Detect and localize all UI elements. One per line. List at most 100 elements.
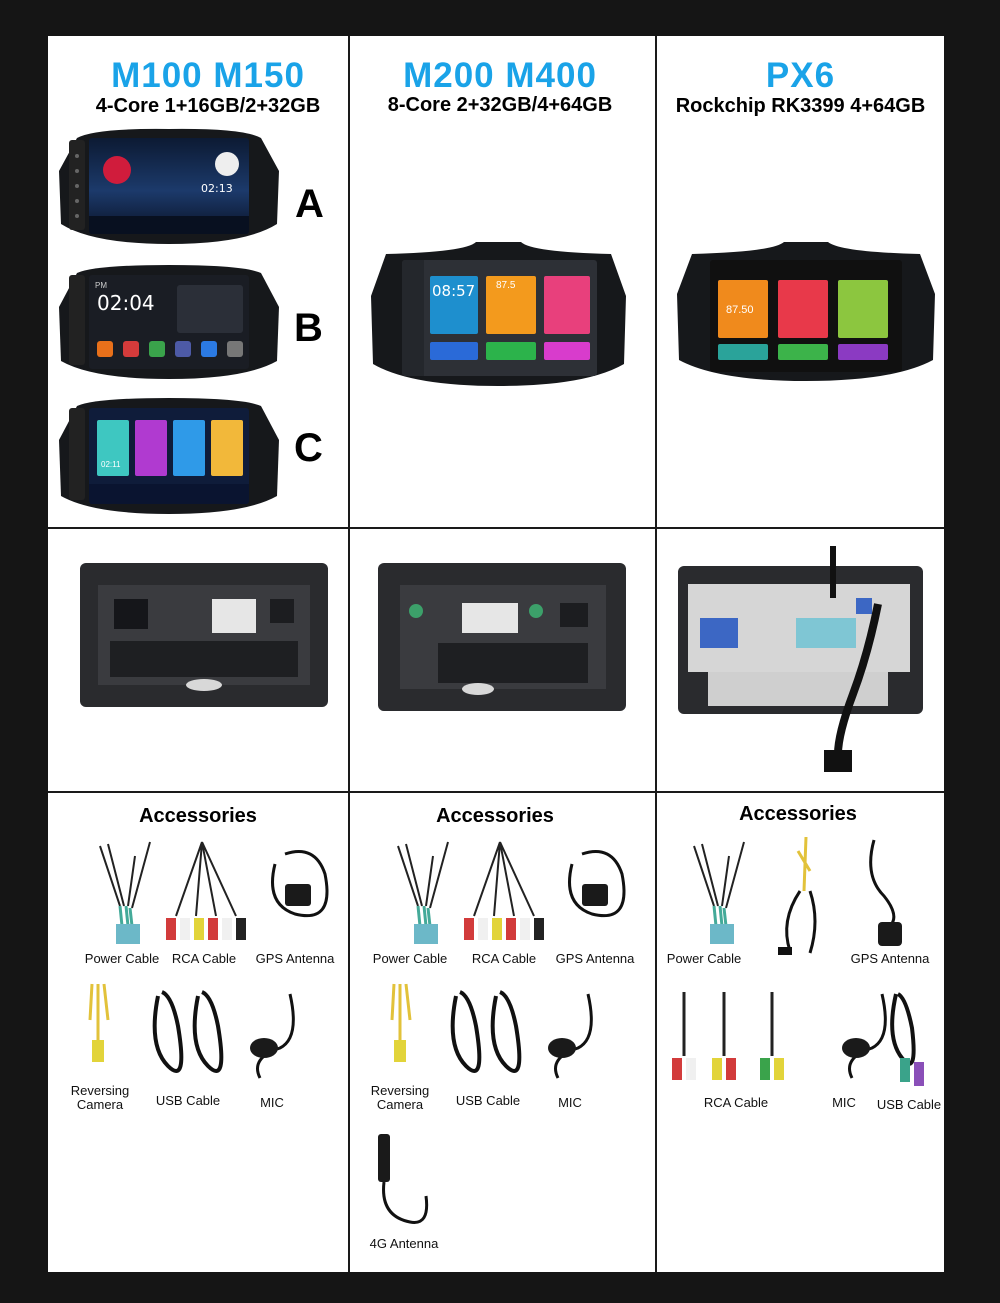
usb-cable-image xyxy=(152,990,224,1073)
column-divider xyxy=(655,36,657,1272)
home-screen: 08:57 87.5 xyxy=(402,260,597,376)
radio-frequency: 87.50 xyxy=(726,304,754,316)
mic-image xyxy=(250,993,295,1079)
accessory-label: RCA Cable xyxy=(703,1095,769,1110)
head-unit-variant-c: 02:11 xyxy=(55,396,283,516)
video-tile xyxy=(838,344,888,360)
clock-time: 02:13 xyxy=(201,182,233,195)
accessory-label: Power Cable xyxy=(84,951,160,966)
settings-tile xyxy=(778,344,828,360)
gps-antenna-image xyxy=(271,850,329,917)
accessory-label: 4G Antenna xyxy=(369,1236,439,1251)
clock-time: 02:11 xyxy=(101,460,121,469)
model-title: M100 M150 xyxy=(111,56,305,95)
video-tile xyxy=(486,342,536,360)
accessories-title: Accessories xyxy=(139,805,257,827)
music-tile xyxy=(135,420,167,476)
home-screen: 02:13 xyxy=(89,138,249,234)
accessory-label: MIC xyxy=(260,1095,284,1110)
rca-cable-image xyxy=(464,841,544,940)
app-dock xyxy=(97,341,243,363)
music-tile xyxy=(544,276,590,334)
video-tile xyxy=(211,420,243,476)
usb-cable-image xyxy=(890,992,924,1086)
reversing-camera-image xyxy=(390,983,412,1062)
accessory-label: Reversing Camera xyxy=(70,1083,130,1112)
mic-image xyxy=(842,993,887,1079)
rear-panel-m200 xyxy=(378,563,626,713)
variant-label: A xyxy=(295,182,324,226)
rear-chassis xyxy=(678,546,923,772)
row-divider xyxy=(48,527,944,529)
head-unit-variant-a: 02:13 xyxy=(55,126,283,246)
dock xyxy=(89,216,249,234)
canbus-cable-image xyxy=(778,836,817,955)
accessory-label: USB Cable xyxy=(455,1093,521,1108)
gps-antenna-image xyxy=(568,850,626,917)
variant-label: C xyxy=(294,426,323,470)
radio-tile xyxy=(718,280,768,338)
accessory-label: Power Cable xyxy=(666,951,742,966)
accessory-label: Reversing Camera xyxy=(370,1083,430,1112)
head-unit-px6: 87.50 xyxy=(672,238,940,383)
accessories-title: Accessories xyxy=(739,803,857,825)
rear-chassis xyxy=(378,563,626,711)
clock-time: 02:04 xyxy=(97,291,155,315)
model-title: M200 M400 xyxy=(403,56,597,95)
model-title: PX6 xyxy=(765,56,836,95)
navigation-tile xyxy=(718,344,768,360)
apps-tile xyxy=(544,342,590,360)
home-screen: PM 02:04 xyxy=(89,275,249,369)
comparison-panel: M100 M150 4-Core 1+16GB/2+32GB M200 M400… xyxy=(48,36,944,1272)
home-screen: 87.50 xyxy=(710,260,902,372)
dock xyxy=(89,484,249,504)
model-spec: 4-Core 1+16GB/2+32GB xyxy=(95,95,321,117)
rca-cable-image xyxy=(166,841,246,940)
accessory-label: Power Cable xyxy=(372,951,448,966)
side-bar xyxy=(402,260,424,376)
radio-frequency: 87.5 xyxy=(496,280,516,291)
power-cable-image xyxy=(397,841,449,944)
radio-tile xyxy=(486,276,536,334)
usb-cable-image xyxy=(450,990,522,1073)
accessories-title: Accessories xyxy=(436,805,554,827)
radio-tile xyxy=(173,420,205,476)
bluetooth-tile xyxy=(430,342,478,360)
rear-chassis xyxy=(80,563,328,707)
clock-tile xyxy=(430,276,478,334)
power-cable-image xyxy=(99,841,151,944)
head-unit-variant-b: PM 02:04 xyxy=(55,263,283,381)
music-app-icon xyxy=(103,156,131,184)
model-spec: 8-Core 2+32GB/4+64GB xyxy=(387,94,613,116)
accessory-label: MIC xyxy=(558,1095,582,1110)
clock-tile xyxy=(97,420,129,476)
row-divider xyxy=(48,791,944,793)
rear-panel-m100 xyxy=(80,563,328,708)
accessory-label: RCA Cable xyxy=(471,951,537,966)
head-unit-m200: 08:57 87.5 xyxy=(366,238,631,388)
ampm-label: PM xyxy=(95,281,107,290)
accessory-label: GPS Antenna xyxy=(255,951,335,966)
accessory-label: USB Cable xyxy=(155,1093,221,1108)
accessory-label: GPS Antenna xyxy=(555,951,635,966)
mic-image xyxy=(548,993,593,1079)
model-spec: Rockchip RK3399 4+64GB xyxy=(675,95,926,117)
clock-time: 08:57 xyxy=(432,282,476,300)
variant-label: B xyxy=(294,306,323,350)
power-cable-image xyxy=(693,841,745,944)
music-widget xyxy=(177,285,243,333)
music-tile xyxy=(778,280,828,338)
4g-antenna-image xyxy=(378,1134,429,1224)
accessory-label: USB Cable xyxy=(876,1097,942,1112)
gps-antenna-image xyxy=(869,839,902,946)
accessory-label: MIC xyxy=(832,1095,856,1110)
home-screen: 02:11 xyxy=(89,408,249,504)
rca-cable-image xyxy=(672,992,784,1080)
column-divider xyxy=(348,36,350,1272)
clock-icon xyxy=(215,152,239,176)
bluetooth-tile xyxy=(838,280,888,338)
reversing-camera-image xyxy=(88,983,110,1062)
accessory-label: GPS Antenna xyxy=(850,951,930,966)
rear-panel-px6 xyxy=(678,544,923,774)
accessory-label: RCA Cable xyxy=(171,951,237,966)
